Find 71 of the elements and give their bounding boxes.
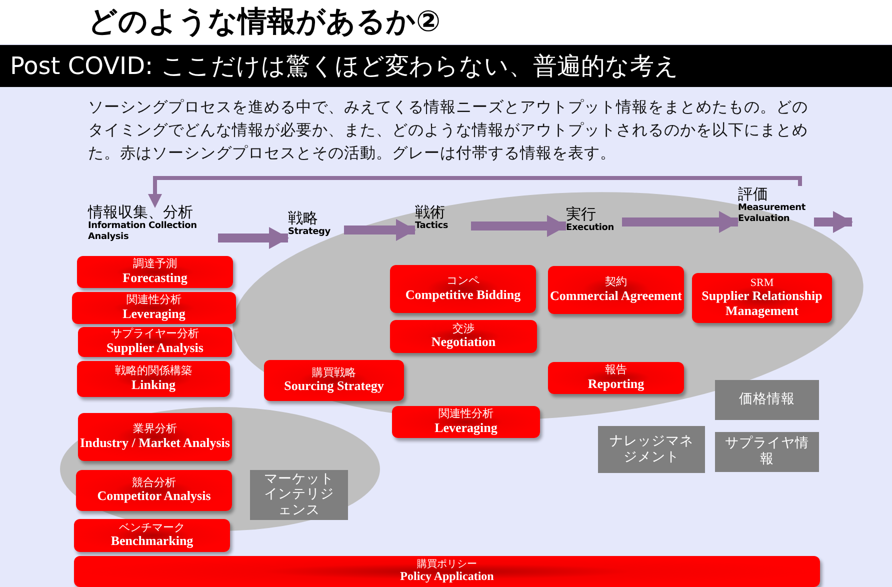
stage-label: 情報収集、分析 xyxy=(88,204,193,221)
phase-arrow xyxy=(622,211,739,233)
info-label: サプライヤ情報 xyxy=(724,436,810,468)
stage-label: 戦術 xyxy=(415,204,445,221)
stage-sublabel: Execution xyxy=(566,223,614,234)
activity-label: Benchmarking xyxy=(110,534,194,550)
activity-label: Leveraging xyxy=(434,420,498,436)
activity-box xyxy=(74,556,820,587)
info-label: 価格情報 xyxy=(739,392,795,408)
activity-label: Negotiation xyxy=(431,335,496,350)
activity-label: Leveraging xyxy=(122,306,186,322)
activity-box xyxy=(76,470,232,511)
activity-label: Commercial Agreement xyxy=(550,288,682,304)
activity-label: Competitor Analysis xyxy=(97,489,211,504)
activity-heading: 契約 xyxy=(605,276,627,289)
activity-box xyxy=(77,256,233,288)
activity-heading: 関連性分析 xyxy=(438,408,494,421)
activity-box xyxy=(78,413,232,461)
activity-label: Industry / Market Analysis xyxy=(80,436,230,451)
activity-heading: 関連性分析 xyxy=(126,294,182,307)
info-box xyxy=(715,432,819,472)
feedback-arrow xyxy=(148,176,802,208)
info-box xyxy=(598,426,705,473)
activity-label: Reporting xyxy=(588,376,644,392)
activity-label: Supplier Analysis xyxy=(106,340,204,356)
info-label: ナレッジマネジメント xyxy=(608,434,694,466)
activity-heading: 戦略的関係構築 xyxy=(115,365,192,378)
activity-box xyxy=(548,362,684,394)
info-box xyxy=(715,380,819,420)
stage-label: 評価 xyxy=(738,186,768,204)
page-title: どのような情報があるか② xyxy=(88,3,441,40)
activity-heading: 購買ポリシー xyxy=(417,558,477,570)
activity-box xyxy=(392,406,540,438)
activity-label: Policy Application xyxy=(400,570,494,584)
activity-heading: 競合分析 xyxy=(132,476,176,490)
stage-sublabel: Measurement Evaluation xyxy=(738,203,806,224)
activity-heading: 購買戦略 xyxy=(312,366,356,380)
phase-arrow xyxy=(218,227,289,249)
activity-box xyxy=(74,519,230,552)
info-label: マーケットインテリジェンス xyxy=(263,472,335,518)
activity-label: Supplier Relationship Management xyxy=(700,289,824,320)
stage-label: 実行 xyxy=(566,206,596,223)
activity-heading: サプライヤー分析 xyxy=(111,328,199,341)
activity-heading: ベンチマーク xyxy=(119,522,185,534)
description-text: ソーシングプロセスを進める中で、みえてくる情報ニーズとアウトプット情報をまとめたもの。どのタイミングでどんな情報が必要か、また、どのような情報がアウトプットされるのかを以下にまとめた。赤はソーシングプロセスとその活動。グレーは付帯する情報を表す。 xyxy=(88,97,809,164)
activity-label: Competitive Bidding xyxy=(405,288,521,303)
stage-sublabel: Tactics xyxy=(415,221,448,232)
activity-box xyxy=(72,292,236,324)
info-box xyxy=(250,470,348,520)
activity-heading: 業界分析 xyxy=(133,423,177,436)
activity-heading: コンペ xyxy=(446,275,480,288)
phase-arrow xyxy=(814,211,853,233)
activity-box xyxy=(692,273,832,323)
activity-box xyxy=(264,360,404,401)
activity-heading: 報告 xyxy=(605,364,627,377)
activity-box xyxy=(77,361,230,397)
activity-box xyxy=(78,327,232,357)
stage-label: 戦略 xyxy=(288,210,318,227)
stage-sublabel: Information Collection Analysis xyxy=(88,221,198,242)
activity-box xyxy=(390,265,536,313)
phase-arrow xyxy=(471,215,567,237)
stage-sublabel: Strategy xyxy=(288,227,330,238)
activity-label: Linking xyxy=(131,378,176,393)
activity-heading: SRM xyxy=(750,276,774,290)
banner-text: Post COVID: ここだけは驚くほど変わらない、普遍的な考え xyxy=(10,51,679,82)
activity-label: Sourcing Strategy xyxy=(284,379,384,394)
activity-box xyxy=(390,320,537,353)
activity-heading: 交渉 xyxy=(452,322,474,336)
activity-box xyxy=(548,266,684,314)
activity-label: Forecasting xyxy=(122,270,188,286)
activity-heading: 調達予測 xyxy=(133,258,177,271)
